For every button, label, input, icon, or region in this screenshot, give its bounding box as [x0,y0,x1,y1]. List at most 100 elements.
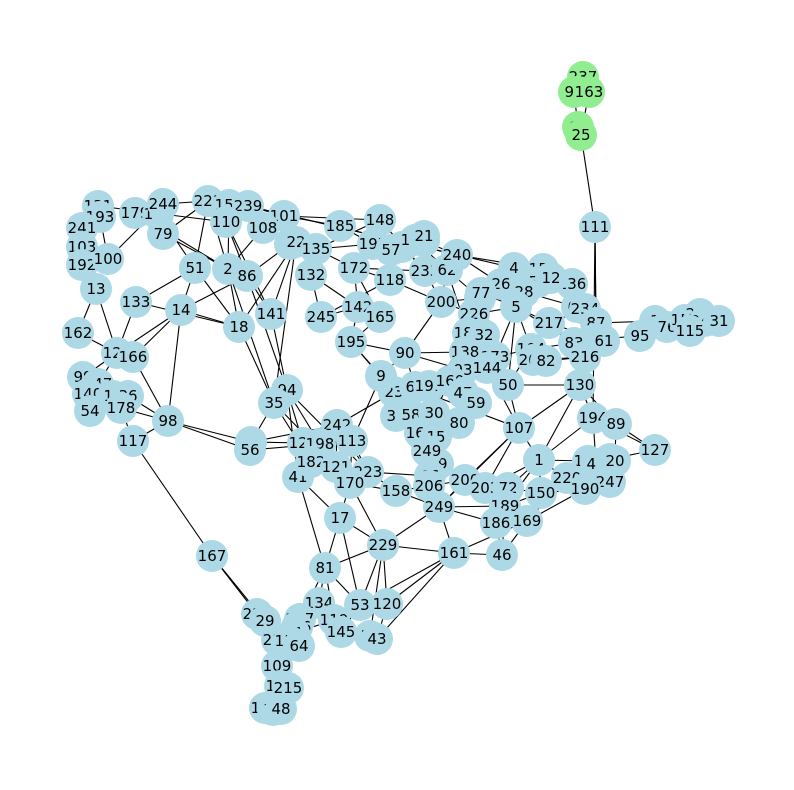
graph-node: 169 [511,505,543,537]
graph-node: 178 [105,392,137,424]
node-circle [389,337,421,369]
node-circle [74,395,106,427]
node-circle [223,311,255,343]
graph-node: 43 [361,623,393,655]
node-label: 9 [376,367,386,385]
node-label: 32 [474,326,493,344]
graph-edge [376,552,455,640]
node-label: 179 [121,204,150,222]
node-label: 203 [471,479,500,497]
graph-node: 81 [309,552,341,584]
node-label: 172 [340,259,369,277]
graph-node: 192 [66,249,98,281]
graph-node: 120 [371,588,403,620]
graph-node: 113 [336,425,368,457]
node-label: 82 [536,352,555,370]
graph-node: 53 [344,589,376,621]
node-circle [338,252,370,284]
graph-node: 100 [92,243,124,275]
node-label: 182 [297,453,326,471]
node-label: 56 [240,441,259,459]
node-label: 54 [80,402,99,420]
graph-node: 148 [364,204,396,236]
graph-node: 117 [117,425,149,457]
graph-node: 217 [533,307,565,339]
node-circle [503,412,535,444]
node-label: 31 [709,312,728,330]
node-label: 167 [198,547,227,565]
node-label: 127 [641,441,670,459]
node-label: 245 [307,308,336,326]
node-label: 46 [492,546,511,564]
graph-node: 46 [486,539,518,571]
node-label: 244 [149,195,178,213]
node-label: 185 [326,217,355,235]
node-label: 81 [315,559,334,577]
graph-node: 82 [530,345,562,377]
node-label: 50 [498,376,517,394]
node-label: 249 [425,498,454,516]
graph-node: 244 [147,188,179,220]
node-circle [594,466,626,498]
node-label: 133 [122,293,151,311]
graph-node: 107 [503,412,535,444]
graph-node: 161 [438,537,470,569]
graph-node: 127 [639,434,671,466]
graph-node: 5 [500,291,532,323]
node-label: 51 [185,259,204,277]
node-label: 215 [274,679,303,697]
graph-node: 162 [62,317,94,349]
node-circle [147,188,179,220]
node-label: 95 [630,327,649,345]
node-label: 239 [234,197,263,215]
graph-node: 1 [523,444,555,476]
graph-node: 17 [324,502,356,534]
node-label: 2 [223,260,233,278]
graph-edge [132,440,213,557]
node-circle [364,301,396,333]
node-circle [375,234,407,266]
graph-node: 200 [425,286,457,318]
node-circle [117,341,149,373]
graph-node: 51 [179,252,211,284]
node-circle [255,298,287,330]
node-label: 35 [264,394,283,412]
node-label: 21 [414,227,433,245]
graph-node: 18 [223,311,255,343]
node-label: 120 [373,595,402,613]
graph-edge [246,275,288,391]
node-circle [525,477,557,509]
node-label: 53 [350,596,369,614]
node-circle [336,425,368,457]
node-circle [309,552,341,584]
node-circle [423,491,455,523]
node-label: 206 [415,477,444,495]
graph-edge [167,309,182,422]
node-circle [92,243,124,275]
node-label: 115 [676,322,705,340]
node-label: 249 [413,442,442,460]
node-label: 178 [107,399,136,417]
node-circle [441,239,473,271]
graph-node: 229 [367,529,399,561]
node-label: 144 [473,359,502,377]
node-label: 100 [94,250,123,268]
node-label: 109 [263,657,292,675]
node-circle [325,616,357,648]
graph-node: 48 [265,693,297,725]
graph-edge [273,241,297,404]
node-label: 241 [68,219,97,237]
node-circle [119,197,151,229]
node-circle [523,444,555,476]
graph-node: 240 [441,239,473,271]
graph-node: 132 [295,259,327,291]
graph-node: 170 [334,467,366,499]
graph-node: 54 [74,395,106,427]
graph-node: 186 [480,507,512,539]
node-circle [535,262,567,294]
graph-node: 167 [196,540,228,572]
node-label: 20 [605,452,624,470]
node-circle [300,233,332,265]
node-label: 166 [119,348,148,366]
node-circle [210,206,242,238]
